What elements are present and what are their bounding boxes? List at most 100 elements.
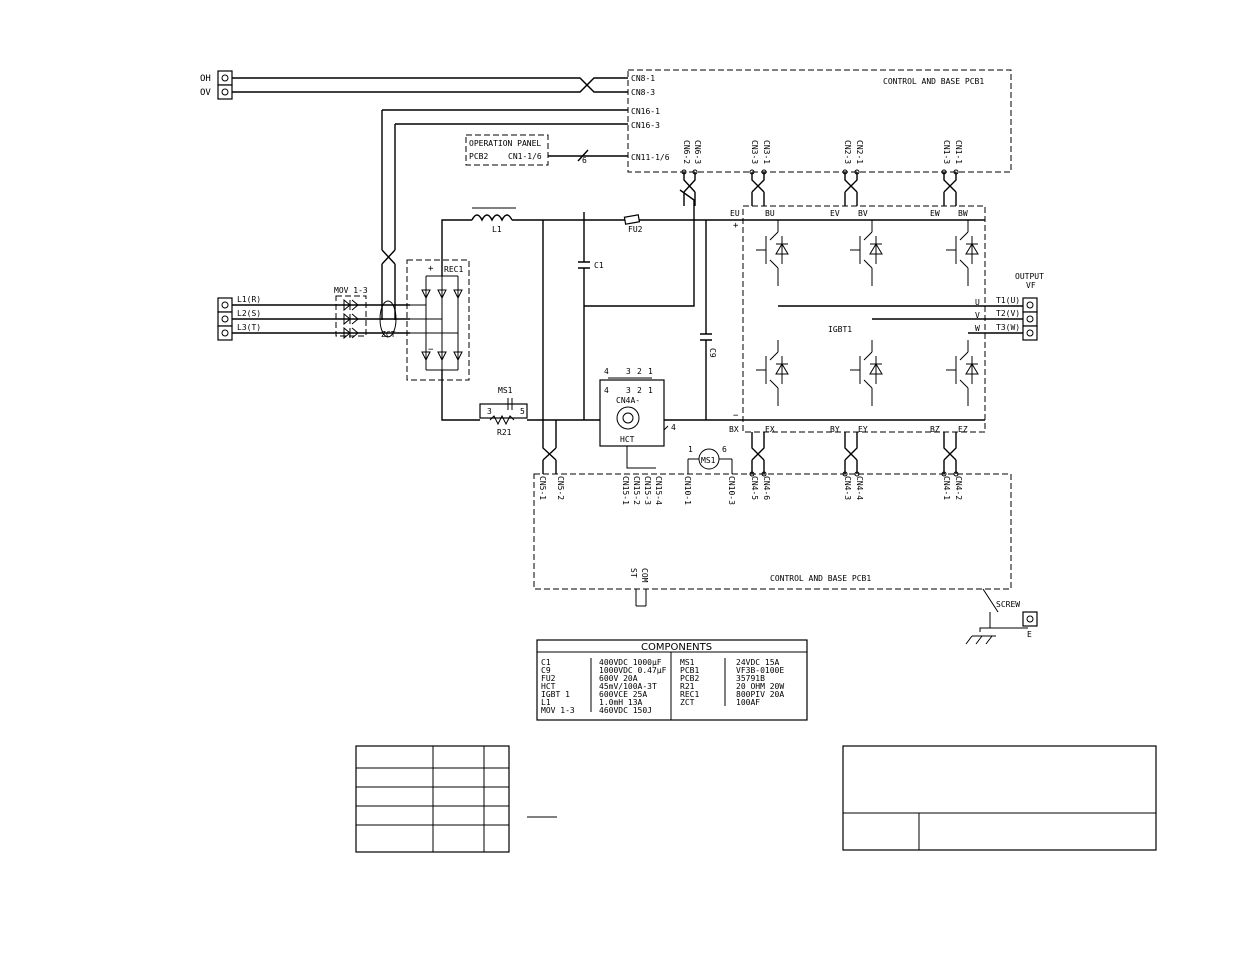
ov-label: OV bbox=[200, 88, 211, 98]
left-component-rating: 460VDC 150J bbox=[599, 706, 652, 715]
ms1-pin5-label: 5 bbox=[520, 407, 525, 416]
left-component-rating: 400VDC 1000µF bbox=[599, 658, 662, 667]
igbt-ex-label: EX bbox=[765, 425, 775, 434]
igbt-eu-label: EU bbox=[730, 209, 740, 218]
hct-pin-bot-4: 4 bbox=[604, 386, 609, 395]
l2-input-label: L2(S) bbox=[237, 309, 261, 318]
cn10-3-label: CN10-3 bbox=[727, 476, 736, 505]
com-label: COM bbox=[640, 568, 649, 583]
cn3-1-label: CN3-1 bbox=[762, 140, 771, 164]
control-pcb-bottom-title: CONTROL AND BASE PCB1 bbox=[770, 574, 871, 583]
gate-leads-bottom bbox=[749, 432, 959, 477]
right-component-rating: 35791B bbox=[736, 674, 765, 683]
revision-block bbox=[355, 745, 510, 853]
top-twisted-pair-0 bbox=[681, 169, 698, 206]
t1-output-label: T1(U) bbox=[996, 296, 1020, 305]
output-terminals bbox=[995, 297, 1038, 341]
cn10-1-label: CN10-1 bbox=[683, 476, 692, 505]
igbt-bw-label: BW bbox=[958, 209, 968, 218]
earth-label: E bbox=[1027, 630, 1032, 639]
igbt-by-label: BY bbox=[830, 425, 840, 434]
igbt-bu-label: BU bbox=[765, 209, 775, 218]
mov-box bbox=[335, 295, 367, 337]
cn15-3-label: CN15-3 bbox=[643, 476, 652, 505]
igbt-plus: + bbox=[733, 221, 739, 231]
cn4-3-label: CN4-3 bbox=[843, 476, 852, 500]
l1-choke-label: L1 bbox=[492, 225, 502, 234]
left-component-rating: 1.0mH 13A bbox=[599, 698, 643, 707]
cn15-4-label: CN15-4 bbox=[654, 476, 663, 505]
oh-ov-terminals: OH OV bbox=[200, 70, 628, 100]
cn5-2-label: CN5-2 bbox=[556, 476, 565, 500]
hct-cn4a-label: CN4A- bbox=[616, 396, 640, 405]
cn2-3-label: CN2-3 bbox=[843, 140, 852, 164]
bottom-twisted-pair-2 bbox=[941, 432, 959, 477]
left-component-name: FU2 bbox=[541, 674, 556, 683]
hct-box bbox=[599, 379, 665, 447]
igbt-switch-1-0 bbox=[850, 220, 883, 286]
l1-input-label: L1(R) bbox=[237, 295, 261, 304]
c9-label: C9 bbox=[708, 348, 717, 358]
igbt-switch-0-1 bbox=[756, 340, 789, 406]
top-twisted-pair-3 bbox=[941, 169, 959, 206]
right-component-name: ZCT bbox=[680, 698, 695, 707]
rec1-plus: + bbox=[428, 264, 434, 274]
left-component-name: MOV 1-3 bbox=[541, 706, 575, 715]
cn4-5-label: CN4-5 bbox=[750, 476, 759, 500]
left-component-rating: 600V 20A bbox=[599, 674, 638, 683]
igbt-switch-0-0 bbox=[756, 220, 789, 286]
hct-pin-top-4: 4 bbox=[604, 367, 609, 376]
mov-label: MOV 1-3 bbox=[334, 286, 368, 295]
hct-label: HCT bbox=[620, 435, 635, 444]
operation-panel-title: OPERATION PANEL bbox=[469, 139, 541, 148]
screw-label: SCREW bbox=[996, 600, 1020, 609]
left-component-name: C9 bbox=[541, 666, 551, 675]
igbt-label: IGBT1 bbox=[828, 325, 852, 334]
drawing-title-block bbox=[842, 745, 1157, 851]
igbt-ew-label: EW bbox=[930, 209, 940, 218]
left-component-name: L1 bbox=[541, 698, 551, 707]
operation-panel-pcb: PCB2 bbox=[469, 152, 488, 161]
cn1-1-label: CN1-1 bbox=[954, 140, 963, 164]
igbt-bz-label: BZ bbox=[930, 425, 940, 434]
igbt-minus: − bbox=[733, 411, 739, 421]
rec1-label: REC1 bbox=[444, 265, 463, 274]
right-component-rating: 24VDC 15A bbox=[736, 658, 780, 667]
right-component-name: REC1 bbox=[680, 690, 699, 699]
cn3-3-label: CN3-3 bbox=[750, 140, 759, 164]
zct-core bbox=[379, 300, 397, 338]
cn4-2-label: CN4-2 bbox=[954, 476, 963, 500]
r21-label: R21 bbox=[497, 428, 512, 437]
left-component-rating: 1000VDC 0.47µF bbox=[599, 666, 667, 675]
left-component-name: HCT bbox=[541, 682, 556, 691]
cn11-label: CN11-1/6 bbox=[631, 153, 670, 162]
igbt-bx-label: BX bbox=[729, 425, 739, 434]
left-component-rating: 600VCE 25A bbox=[599, 690, 647, 699]
right-component-name: PCB2 bbox=[680, 674, 699, 683]
cn8-1-label: CN8-1 bbox=[631, 74, 655, 83]
fan-pin1: 1 bbox=[688, 445, 693, 454]
hct-pin-top-3: 3 bbox=[626, 367, 631, 376]
hct-pin-top-2: 2 bbox=[637, 367, 642, 376]
l3-input-label: L3(T) bbox=[237, 323, 261, 332]
hct-pin-bot-2: 2 bbox=[637, 386, 642, 395]
hct-pin-top-1: 1 bbox=[648, 367, 653, 376]
cn4-6-label: CN4-6 bbox=[762, 476, 771, 500]
c1-label: C1 bbox=[594, 261, 604, 270]
top-twisted-pair-1 bbox=[749, 169, 767, 206]
igbt-v-label: V bbox=[975, 311, 980, 320]
igbt-ev-label: EV bbox=[830, 209, 840, 218]
cn15-2-label: CN15-2 bbox=[632, 476, 641, 505]
rectifier-diodes bbox=[421, 275, 463, 371]
right-component-name: PCB1 bbox=[680, 666, 699, 675]
right-component-rating: VF3B-0100E bbox=[736, 666, 784, 675]
oh-label: OH bbox=[200, 74, 211, 84]
ms1-pin3-label: 3 bbox=[487, 407, 492, 416]
t3-output-label: T3(W) bbox=[996, 323, 1020, 332]
left-component-name: IGBT 1 bbox=[541, 690, 570, 699]
operation-panel bbox=[465, 134, 549, 166]
cn16-1-label: CN16-1 bbox=[631, 107, 660, 116]
t2-output-label: T2(V) bbox=[996, 309, 1020, 318]
